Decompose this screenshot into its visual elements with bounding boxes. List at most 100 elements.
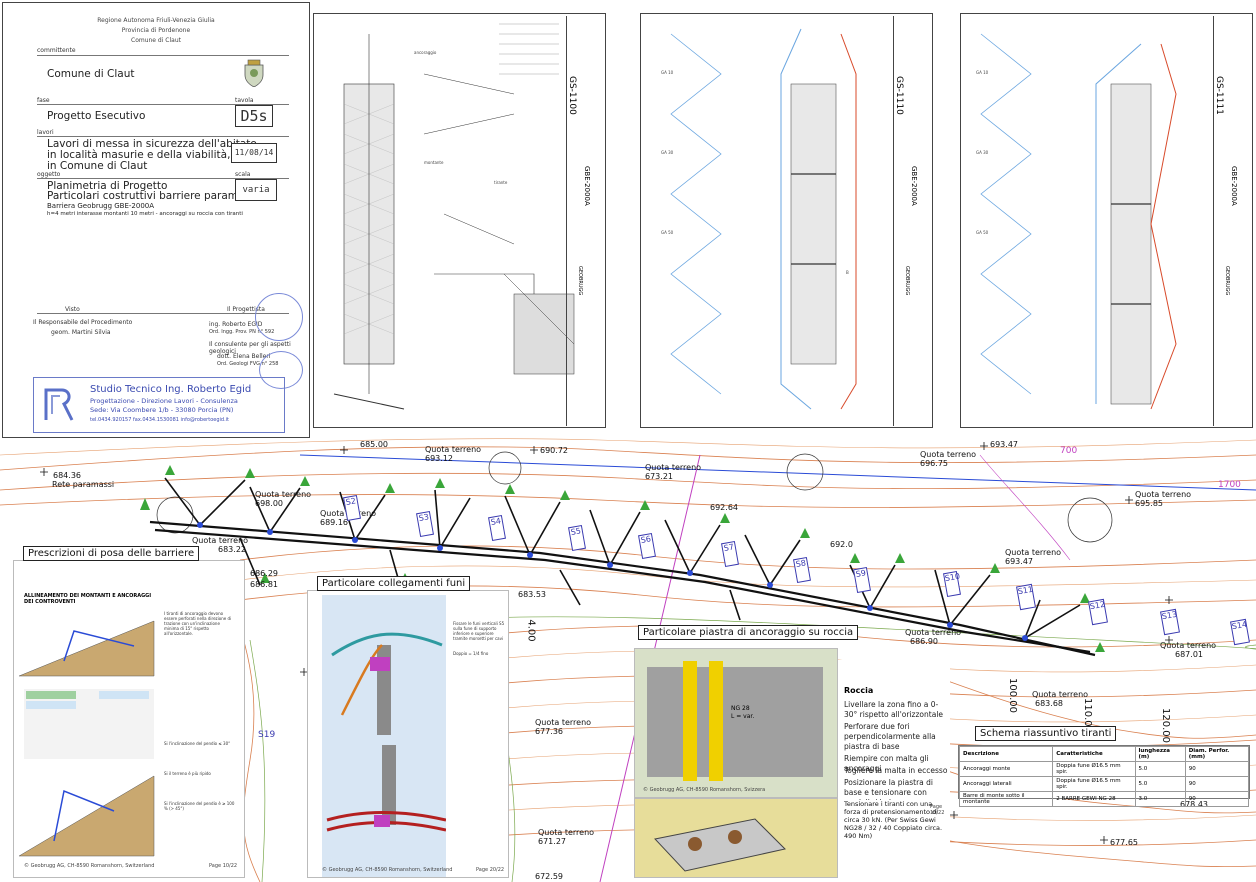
posa-item: Si il terreno è più ripido [164,771,211,776]
elevation-label: 690.72 [540,446,568,455]
client-label: committente [37,47,76,54]
works-label: lavori [37,129,54,136]
elevation-label: 683.22 [218,545,246,554]
elevation-label: 677.65 [1110,838,1138,847]
posa-item: Si l'inclinazione del pendio è ≥ 100 % (… [164,801,235,811]
svg-text:montante: montante [424,160,444,165]
table-cell: Ancoraggi monte [958,761,1054,777]
posa-table [24,689,154,759]
elevation-label: 672.59 [535,872,563,881]
elevation-label: 683.68 [1035,699,1063,708]
object-value: h=4 metri interasse montanti 10 metri - … [47,211,243,217]
tiranti-caption: Schema riassuntivo tiranti [975,726,1117,741]
elevation-label: 695.85 [1135,499,1163,508]
posa-panel: ALLINEAMENTO DEI MONTANTI E ANCORAGGI DE… [13,560,245,878]
ground-label: Quota terreno [425,445,482,454]
svg-text:tirante: tirante [494,180,508,185]
brand: GEOBRUGG [577,266,583,296]
table-cell: Barre di monte sotto il montante [958,791,1054,807]
anchor-bar-icon [709,661,723,781]
rup-name: geom. Martini Silvia [51,329,111,336]
barrier-line [149,520,1096,657]
ground-label: Quota terreno [1135,490,1192,499]
svg-text:GA 50: GA 50 [976,230,989,235]
posa-item: Si l'inclinazione del pendio ≤ 30° [164,741,231,746]
studio-name: Studio Tecnico Ing. Roberto Egid [90,384,252,395]
roccia-step: Riempire con malta gli ancoraggi [844,754,929,773]
s-label: S19 [258,730,276,740]
elevation-label: 693.47 [990,440,1018,449]
elevation-label: 685.00 [360,440,388,449]
rup-role: Il Responsabile del Procedimento [33,319,133,326]
contour-label: 120.00 [1160,708,1171,743]
contour-label: 1700 [1218,480,1241,490]
sheet-code: GS-1111 [1214,76,1224,115]
visto-label: Visto [65,306,80,313]
funi-page: Page 20/22 [476,867,505,873]
studio-services: Progettazione - Direzione Lavori - Consu… [90,397,238,405]
roccia-step: Livellare la zona fino a 0-30° rispetto … [844,700,944,719]
studio-address: Sede: Via Coombere 1/b - 33080 Porcia (P… [90,406,234,414]
plate-panel: NG 28 L = var. © Geobrugg AG, CH-8590 Ro… [634,648,838,798]
elevation-label: 686.81 [250,580,278,589]
funi-panel: Fissare le funi verticali S5 sulla fune … [307,590,509,878]
phase-label: fase [37,97,50,104]
title-block: Regione Autonoma Friuli-Venezia Giulia P… [2,2,310,438]
table-header: Caratteristiche [1052,746,1136,762]
table-cell: 3.0 [1134,791,1186,807]
ground-label: Quota terreno [1032,690,1089,699]
region-line: Regione Autonoma Friuli-Venezia Giulia [97,17,215,24]
table-cell: 90 [1184,761,1250,777]
elevation-label: 686.90 [910,637,938,646]
elevation-label: 692.64 [710,503,738,512]
elevation-label: 671.27 [538,837,566,846]
table-header: Descrizione [958,746,1054,762]
municipality-line: Comune di Claut [131,37,181,44]
studio-box: Studio Tecnico Ing. Roberto Egid Progett… [33,377,285,433]
ground-label: Quota terreno [645,463,702,472]
geologist-stamp-icon [259,351,303,389]
elevation-label: 693.12 [425,454,453,463]
designer-name: ing. Roberto EGID [209,321,263,328]
posa-caption: Prescrizioni di posa delle barriere [23,546,200,561]
sheet-model: GBE-2000A [910,166,918,206]
ground-label: Quota terreno [535,718,592,727]
client-value: Comune di Claut [47,68,135,80]
ground-label: Quota terreno [255,490,312,499]
elevation-label: 673.21 [645,472,673,481]
plate-caption: Particolare piastra di ancoraggio su roc… [638,625,859,640]
posa-slope-diagram-2 [18,775,155,857]
roccia-panel: Roccia Livellare la zona fino a 0-30° ri… [838,660,950,880]
studio-logo-icon [42,384,76,424]
plate-label: L = var. [731,713,755,720]
funi-footer: © Geobrugg AG, CH-8590 Romanshorn, Switz… [322,867,453,873]
roccia-page: Page 10/22 [930,804,945,816]
roccia-step: Perforare due fori perpendicolarmente al… [844,722,936,751]
date-value: 11/08/14 [231,143,277,163]
studio-contacts: tel.0434.920157 fax.0434.1530081 info@ro… [90,417,230,423]
elevation-label: 677.36 [535,727,563,736]
funi-render-bg [322,595,446,877]
ground-label: Quota terreno [1005,548,1062,557]
contour-label: 100.00 [1007,678,1018,713]
posa-footer: © Geobrugg AG, CH-8590 Romanshorn, Switz… [24,863,155,869]
object-value: Planimetria di Progetto [47,180,168,192]
net-label: Rete paramassi [52,480,115,489]
posts [197,522,1028,641]
brand: GEOBRUGG [904,266,910,296]
s-label: S10 [943,570,961,598]
contour-label: 700 [1060,446,1078,456]
sheet-model: GBE-2000A [583,166,591,206]
sheet-code: GS-1110 [894,76,904,115]
table-cell: Ancoraggi laterali [958,776,1054,792]
table-cell: 90 [1184,791,1250,807]
elevation-label: 687.01 [1175,650,1203,659]
funi-note: Fissare le funi verticali S5 sulla fune … [453,621,505,641]
province-line: Provincia di Pordenone [121,27,191,34]
elevation-label: 684.36 [53,471,81,480]
ground-label: Quota terreno [192,536,249,545]
